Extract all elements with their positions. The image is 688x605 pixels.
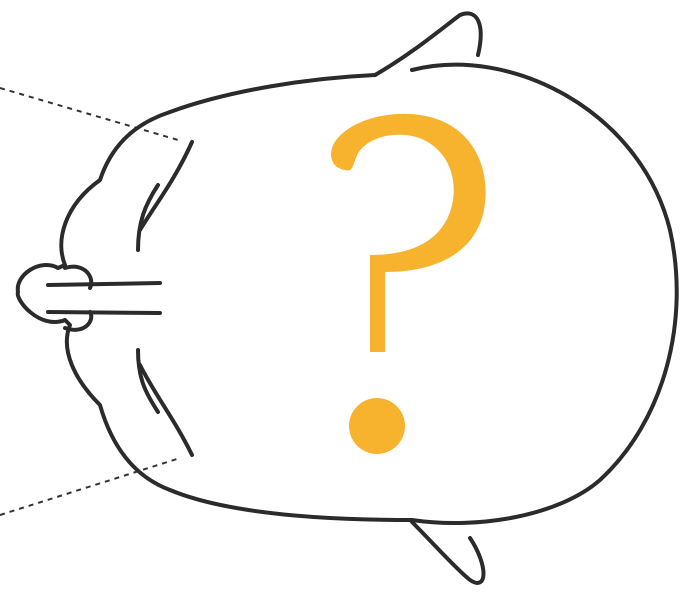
nose-bridge-top: [48, 283, 160, 285]
question-mark-icon: [331, 114, 486, 454]
nose-tip: [65, 267, 91, 330]
nose-bridge-bottom: [48, 312, 160, 313]
upper-cheek-line: [140, 142, 192, 230]
bottom-ear-outline: [412, 522, 484, 583]
upper-gaze-line: [0, 88, 178, 140]
question-mark-hook: [331, 114, 486, 352]
question-mark-dot: [349, 398, 405, 454]
field-of-view-lines: [0, 88, 180, 515]
lower-gaze-line: [0, 458, 180, 515]
face-features: [48, 142, 192, 455]
lower-cheek-line: [140, 365, 192, 455]
